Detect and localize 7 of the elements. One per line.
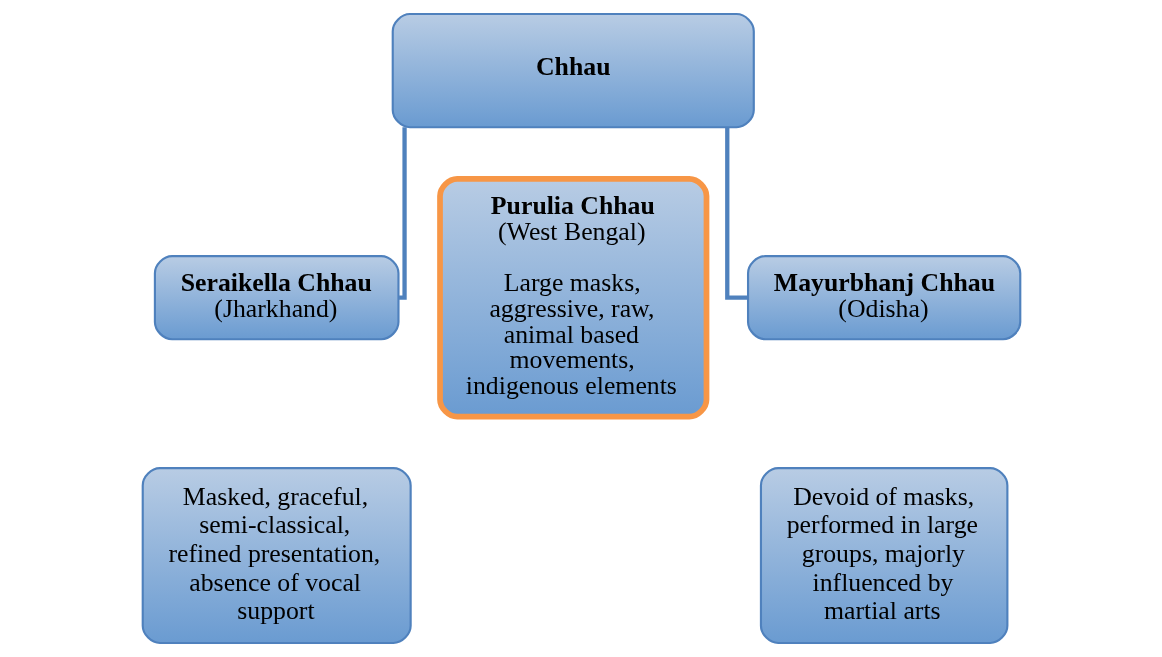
- node-box: Seraikella Chhau (Jharkhand): [153, 255, 400, 341]
- connector: [398, 127, 407, 300]
- node-box: Purulia Chhau (West Bengal) Large masks, aggressive, raw, animal based movements, indigenous elements: [436, 175, 709, 420]
- node-box: Devoid of masks, performed in large groups, majorly influenced by martial arts: [759, 467, 1008, 645]
- node-box: Chhau: [391, 12, 755, 129]
- node-box: Mayurbhanj Chhau (Odisha): [746, 255, 1021, 341]
- node-box: Masked, graceful, semi-classical, refined presentation, absence of vocal support: [141, 467, 412, 645]
